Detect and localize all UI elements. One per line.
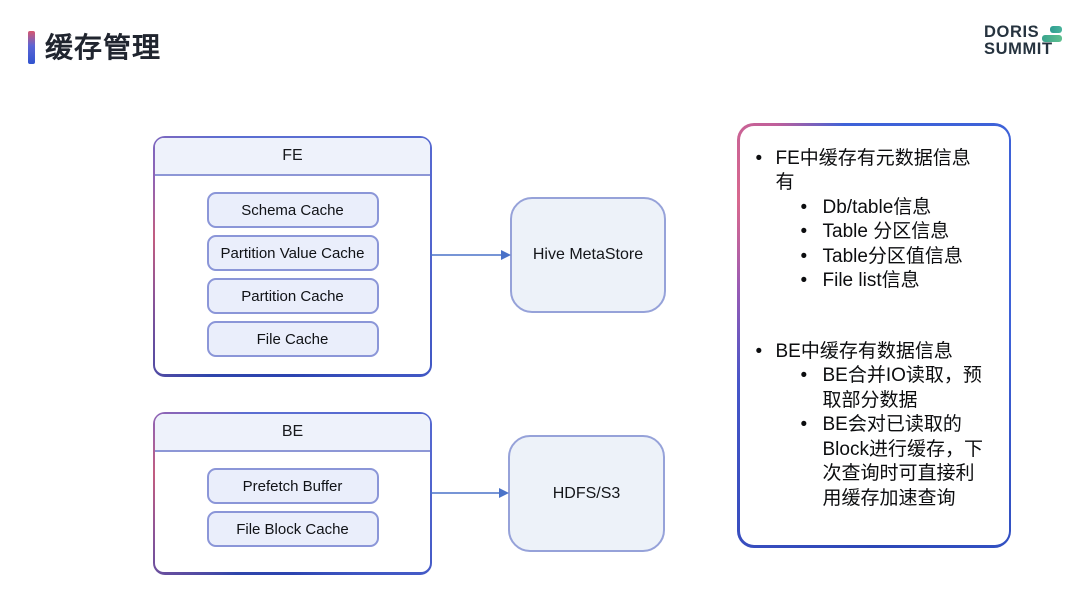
fe-to-hive-arrow	[430, 250, 511, 260]
note-sub-row: Db/table信息	[801, 196, 994, 221]
be-to-hdfs-arrow	[430, 488, 509, 498]
cache-box: File Cache	[206, 321, 379, 357]
doris-summit-logo: DORIS SUMMIT	[984, 24, 1064, 58]
note-sub-row: Table分区值信息	[801, 245, 994, 270]
note-subtext: BE合并IO读取，预取部分数据	[822, 365, 982, 411]
cache-box: Schema Cache	[206, 192, 379, 228]
hive-metastore-box: Hive MetaStore	[510, 197, 666, 313]
note-sublist: Db/table信息 Table 分区信息 Table分区值信息	[755, 196, 994, 294]
stacked-layers-icon	[1042, 26, 1064, 43]
note-text: BE中缓存有数据信息	[775, 340, 953, 362]
note-sub-row: Table 分区信息	[801, 220, 994, 245]
title-accent-bar	[28, 31, 35, 64]
note-sub-row: BE合并IO读取，预取部分数据	[801, 364, 994, 413]
notes-panel: FE中缓存有元数据信息有 Db/table信息 Table 分区信息	[737, 123, 1011, 548]
note-group: BE中缓存有数据信息 BE合并IO读取，预取部分数据 BE会对已读取的Block…	[755, 340, 994, 512]
note-bullet-row: FE中缓存有元数据信息有	[755, 147, 994, 196]
fe-cache-list: Schema Cache Partition Value Cache Parti…	[155, 176, 430, 357]
note-group: FE中缓存有元数据信息有 Db/table信息 Table 分区信息	[755, 147, 994, 294]
note-subtext: BE会对已读取的Block进行缓存，下次查询时可直接利用缓存加速查询	[822, 414, 983, 509]
notes-content: FE中缓存有元数据信息有 Db/table信息 Table 分区信息	[739, 125, 1009, 545]
logo-word-doris: DORIS	[984, 23, 1040, 41]
note-subtext: Db/table信息	[822, 196, 932, 218]
be-box-title: BE	[155, 414, 430, 452]
note-bullet-row: BE中缓存有数据信息	[755, 340, 994, 365]
page-title: 缓存管理	[45, 32, 162, 63]
note-sub-row: File list信息	[801, 269, 994, 294]
fe-box-title: FE	[155, 138, 430, 176]
cache-box: Prefetch Buffer	[206, 468, 379, 504]
note-text: FE中缓存有元数据信息有	[775, 147, 971, 194]
be-cache-list: Prefetch Buffer File Block Cache	[155, 452, 430, 547]
note-subtext: File list信息	[822, 270, 920, 291]
hdfs-s3-box: HDFS/S3	[508, 435, 665, 552]
note-subtext: Table 分区信息	[822, 221, 950, 242]
note-sub-row: BE会对已读取的Block进行缓存，下次查询时可直接利用缓存加速查询	[801, 413, 994, 511]
note-sublist: BE合并IO读取，预取部分数据 BE会对已读取的Block进行缓存，下次查询时可…	[755, 364, 994, 511]
cache-box: Partition Value Cache	[206, 235, 379, 271]
be-group-box: BE Prefetch Buffer File Block Cache	[153, 412, 432, 575]
logo-word-summit: SUMMIT	[984, 40, 1053, 58]
note-subtext: Table分区值信息	[822, 245, 963, 267]
cache-box: File Block Cache	[206, 511, 379, 547]
cache-box: Partition Cache	[206, 278, 379, 314]
fe-group-box: FE Schema Cache Partition Value Cache Pa…	[153, 136, 432, 377]
